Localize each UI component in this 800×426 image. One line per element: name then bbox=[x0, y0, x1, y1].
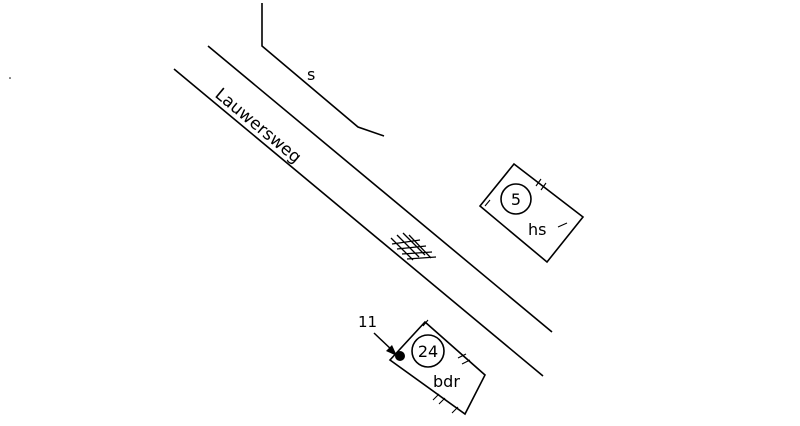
street-name-label: Lauwersweg bbox=[211, 84, 305, 167]
parcel-24-circle bbox=[411, 334, 445, 368]
point-11-label: 11 bbox=[358, 313, 377, 331]
road-edge-lower bbox=[173, 68, 544, 377]
parcel-24-outline bbox=[388, 320, 486, 416]
parcel-24-hatch bbox=[422, 319, 471, 414]
parcel-5-hatch bbox=[484, 178, 568, 228]
road-hatch-mark bbox=[390, 232, 437, 261]
parcel-5-circle bbox=[500, 183, 532, 215]
parcel-5-code-label: hs bbox=[528, 220, 546, 239]
road-edge-upper bbox=[207, 45, 553, 333]
point-11-arrowhead bbox=[386, 345, 397, 356]
top-boundary-line bbox=[261, 3, 385, 137]
parcel-5-number: 5 bbox=[511, 190, 521, 209]
parcel-24-number: 24 bbox=[418, 342, 438, 361]
parcel-5-outline bbox=[478, 162, 585, 264]
stray-mark bbox=[9, 77, 11, 79]
top-segment-label: s bbox=[307, 65, 315, 84]
point-11-dot bbox=[395, 351, 405, 361]
parcel-24-code: bdr bbox=[433, 372, 460, 391]
